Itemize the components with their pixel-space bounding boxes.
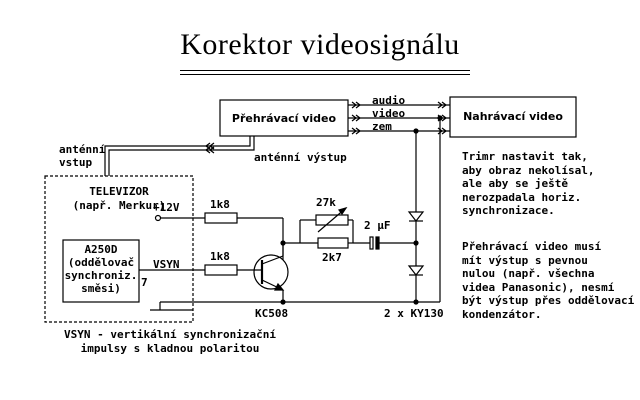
- title-underline: [180, 70, 470, 71]
- separator-label-2: (oddělovač: [67, 256, 135, 269]
- video-label: video: [372, 107, 406, 120]
- recorder-label: Nahrávací video: [463, 110, 563, 123]
- trim-note-line: ale aby se ještě: [462, 177, 568, 190]
- trimmer-label: 27k: [316, 196, 336, 209]
- tv-box: [44, 175, 194, 323]
- player-note-line: nulou (např. všechna: [462, 267, 595, 280]
- vsyn-note-1: VSYN - vertikální synchronizační: [64, 328, 276, 341]
- capacitor-label: 2 µF: [364, 219, 391, 232]
- av-lines: [348, 101, 450, 135]
- tv-model-label: (např. Merkur): [72, 199, 166, 212]
- resistor-2k7: [317, 237, 349, 249]
- separator-label-4: směsi): [81, 282, 121, 295]
- transistor-label: KC508: [255, 307, 289, 320]
- vsyn-label: VSYN: [153, 258, 180, 271]
- sync-separator-box: [62, 239, 140, 303]
- capacitor-plus-plate: [369, 236, 374, 250]
- r3-label: 2k7: [322, 251, 342, 264]
- page-title: Korektor videosignálu: [180, 28, 460, 61]
- trim-note-line: Trimr nastavit tak,: [462, 150, 588, 163]
- player-note-line: kondenzátor.: [462, 307, 542, 321]
- r1-label: 1k8: [210, 198, 230, 211]
- diodes-label: 2 x KY130: [384, 307, 444, 320]
- player-note-line: Přehrávací video musí: [462, 240, 602, 253]
- trim-note: Trimr nastavit tak, aby obraz nekolísal,…: [462, 150, 594, 218]
- plus12v-label: +12V: [153, 201, 180, 214]
- separator-label-1: A250D: [84, 243, 118, 256]
- trim-note-line: nerozpadala horiz.: [462, 190, 582, 204]
- tv-label: TELEVIZOR: [89, 185, 149, 198]
- vsyn-note-2: impulsy s kladnou polaritou: [80, 342, 260, 355]
- separator-label-3: synchroniz.: [64, 269, 138, 282]
- separator-pin-label: 7: [141, 276, 148, 289]
- player-note: Přehrávací video musí mít výstup s pevno…: [462, 240, 634, 321]
- junction-dots: [280, 115, 443, 305]
- diode-bottom: [407, 265, 425, 276]
- antenna-output-label: anténní výstup: [254, 151, 347, 164]
- capacitor-minus-plate: [375, 236, 380, 250]
- player-note-line: mít výstup s pevnou: [462, 253, 588, 267]
- diode-top: [407, 211, 425, 222]
- player-note-line: být výstup přes oddělovací: [462, 294, 635, 307]
- transistor-kc508: [253, 254, 289, 291]
- r2-label: 1k8: [210, 250, 230, 263]
- resistor-r2: [204, 264, 238, 276]
- player-note-line: videa Panasonic), nesmí: [462, 280, 615, 294]
- trim-note-line: synchronizace.: [462, 204, 555, 217]
- trim-note-line: aby obraz nekolísal,: [462, 163, 595, 177]
- plus12v-terminal: [154, 214, 162, 222]
- resistor-r1: [204, 212, 238, 224]
- recorder-box: [449, 96, 577, 138]
- audio-label: audio: [372, 94, 406, 107]
- title-underline-second: [180, 74, 470, 75]
- ground-label: zem: [372, 120, 392, 133]
- player-label: Přehrávací video: [231, 112, 337, 125]
- antenna-input-label-2: vstup: [59, 156, 93, 169]
- antenna-input-label-1: anténní: [59, 143, 106, 156]
- antenna-cable: [104, 136, 255, 176]
